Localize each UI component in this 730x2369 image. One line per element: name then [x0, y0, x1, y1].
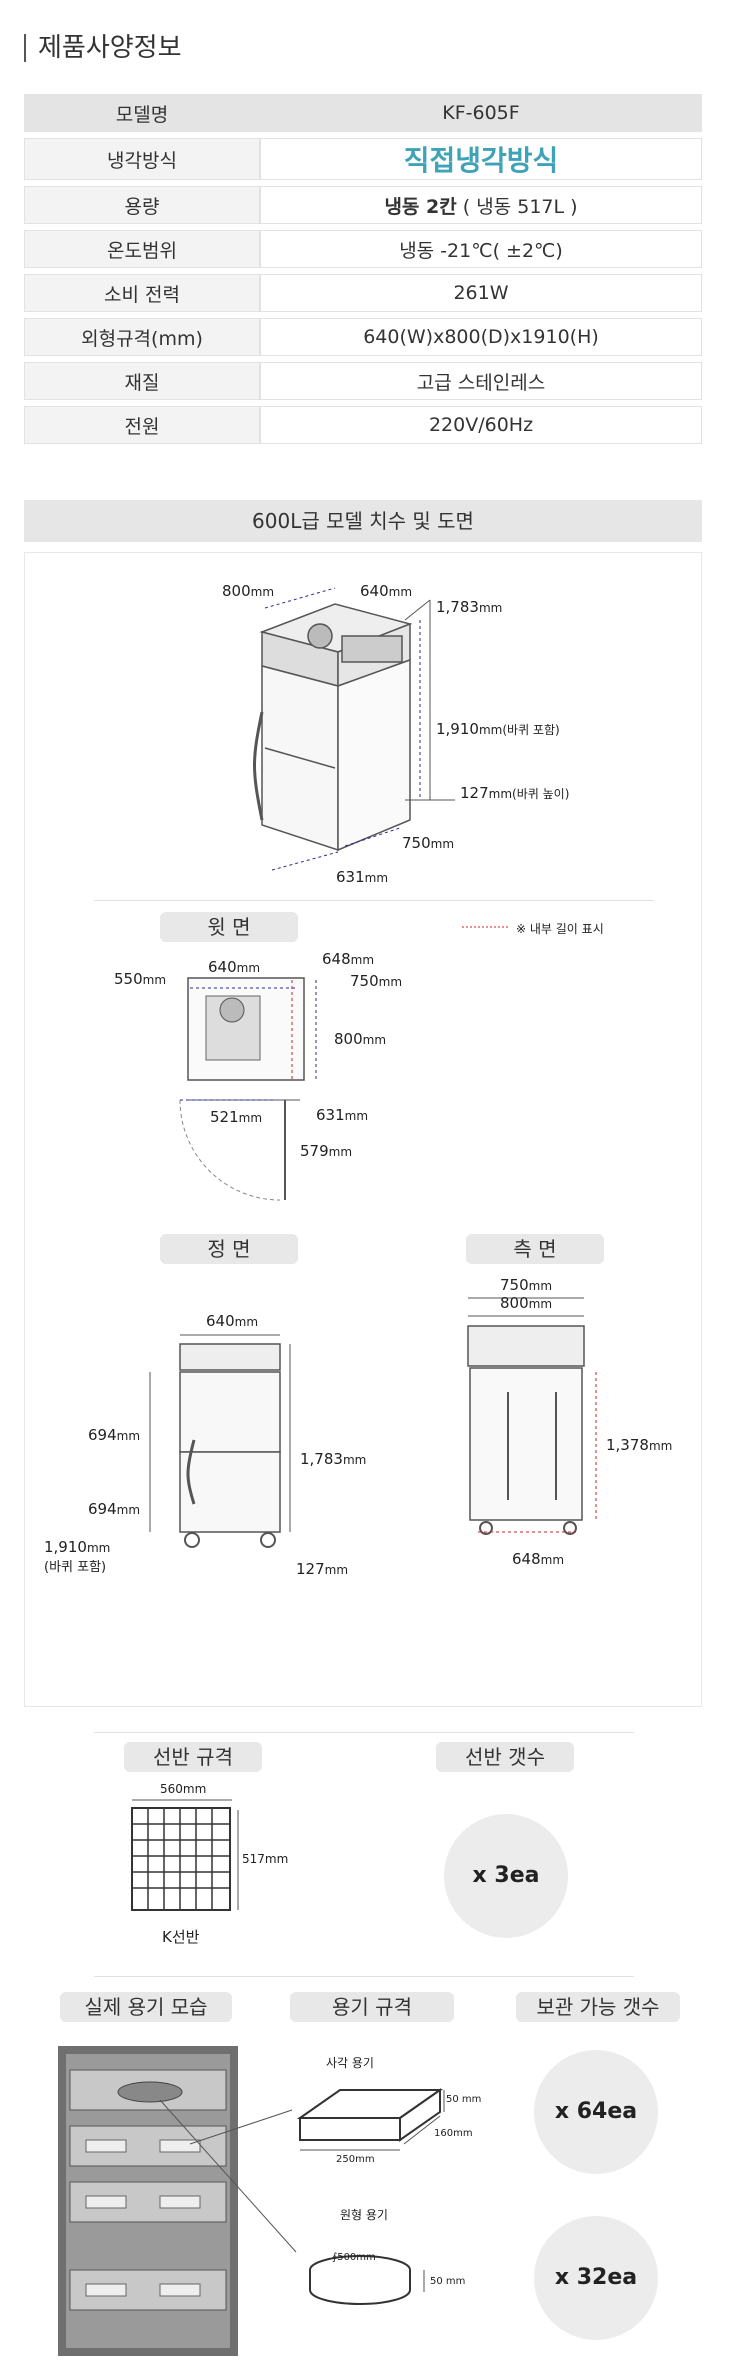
spec-value: 220V/60Hz: [260, 406, 702, 444]
table-row: 재질 고급 스테인레스: [24, 362, 702, 400]
shelf-count: x 3ea: [444, 1814, 568, 1938]
spec-key: 전원: [24, 406, 260, 444]
iso-dim-height-total: 1,910mm(바퀴 포함): [436, 720, 560, 738]
front-dim-127: 127mm: [296, 1560, 349, 1578]
drawing-title: 600L급 모델 치수 및 도면: [24, 500, 702, 542]
top-dim-648: 648mm: [322, 950, 375, 968]
drawing-box: [24, 552, 702, 1707]
rect-container-name: 사각 용기: [326, 2056, 374, 2070]
spec-value: 고급 스테인레스: [260, 362, 702, 400]
side-dim-1378: 1,378mm: [606, 1436, 673, 1454]
top-dim-640: 640mm: [208, 958, 261, 976]
round-container-count: x 32ea: [534, 2216, 658, 2340]
front-dim-1910: 1,910mm: [44, 1538, 111, 1556]
front-dim-1783: 1,783mm: [300, 1450, 367, 1468]
table-row: 모델명 KF-605F: [24, 94, 702, 132]
round-container-name: 원형 용기: [340, 2208, 388, 2222]
cooling-method-value: 직접냉각방식: [403, 144, 559, 177]
spec-value: 냉동 -21℃( ±2℃): [260, 230, 702, 268]
spec-value: KF-605F: [260, 94, 702, 132]
capacity-rest: ( 냉동 517L ): [456, 195, 578, 218]
iso-dim-depth: 800mm: [222, 582, 275, 600]
iso-dim-inner-depth: 750mm: [402, 834, 455, 852]
round-container-height: 50 mm: [430, 2276, 466, 2287]
rect-container-count: x 64ea: [534, 2050, 658, 2174]
side-dim-750: 750mm: [500, 1276, 553, 1294]
table-row: 외형규격(mm) 640(W)x800(D)x1910(H): [24, 318, 702, 356]
iso-dim-height-body: 1,783mm: [436, 598, 503, 616]
spec-value: 직접냉각방식: [260, 138, 702, 180]
front-dim-640: 640mm: [206, 1312, 259, 1330]
spec-key: 모델명: [24, 94, 260, 132]
top-dim-750: 750mm: [350, 972, 403, 990]
rect-container-width: 250mm: [336, 2154, 375, 2165]
capacity-bold: 냉동 2칸: [384, 195, 457, 218]
front-view-label: 정 면: [160, 1234, 298, 1264]
shelf-width: 560mm: [160, 1782, 207, 1796]
spec-key: 재질: [24, 362, 260, 400]
table-row: 소비 전력 261W: [24, 274, 702, 312]
table-row: 냉각방식 직접냉각방식: [24, 138, 702, 180]
container-photo-label: 실제 용기 모습: [60, 1992, 232, 2022]
top-view-label: 윗 면: [160, 912, 298, 942]
table-row: 온도범위 냉동 -21℃( ±2℃): [24, 230, 702, 268]
spec-value: 640(W)x800(D)x1910(H): [260, 318, 702, 356]
shelf-name: K선반: [162, 1928, 200, 1946]
legend-note: ※ 내부 길이 표시: [516, 922, 604, 936]
divider: [94, 1732, 634, 1733]
table-row: 전원 220V/60Hz: [24, 406, 702, 444]
iso-dim-width: 640mm: [360, 582, 413, 600]
round-container-diameter: ∮500mm: [332, 2252, 376, 2263]
rect-container-height: 50 mm: [446, 2094, 482, 2105]
spec-key: 외형규격(mm): [24, 318, 260, 356]
spec-key: 냉각방식: [24, 138, 260, 180]
divider: [94, 900, 654, 901]
spec-key: 소비 전력: [24, 274, 260, 312]
top-dim-521: 521mm: [210, 1108, 263, 1126]
iso-dim-wheel: 127mm(바퀴 높이): [460, 784, 570, 802]
rect-container-depth: 160mm: [434, 2128, 473, 2139]
container-spec-label: 용기 규격: [290, 1992, 454, 2022]
divider: [94, 1976, 634, 1977]
spec-value: 261W: [260, 274, 702, 312]
top-dim-579: 579mm: [300, 1142, 353, 1160]
page-title: 제품사양정보: [24, 34, 182, 62]
top-dim-631: 631mm: [316, 1106, 369, 1124]
top-dim-800: 800mm: [334, 1030, 387, 1048]
spec-key: 온도범위: [24, 230, 260, 268]
iso-dim-inner-width: 631mm: [336, 868, 389, 886]
shelf-height: 517mm: [242, 1852, 289, 1866]
top-dim-550: 550mm: [114, 970, 167, 988]
shelf-count-label: 선반 갯수: [436, 1742, 574, 1772]
container-count-label: 보관 가능 갯수: [516, 1992, 680, 2022]
side-dim-800: 800mm: [500, 1294, 553, 1312]
side-dim-648: 648mm: [512, 1550, 565, 1568]
front-dim-694-top: 694mm: [88, 1426, 141, 1444]
table-row: 용량 냉동 2칸 ( 냉동 517L ): [24, 186, 702, 224]
side-view-label: 측 면: [466, 1234, 604, 1264]
shelf-spec-label: 선반 규격: [124, 1742, 262, 1772]
front-dim-694-bottom: 694mm: [88, 1500, 141, 1518]
front-dim-1910-note: (바퀴 포함): [44, 1560, 107, 1575]
spec-key: 용량: [24, 186, 260, 224]
spec-table: 모델명 KF-605F 냉각방식 직접냉각방식 용량 냉동 2칸 ( 냉동 51…: [24, 88, 702, 450]
spec-value: 냉동 2칸 ( 냉동 517L ): [260, 186, 702, 224]
